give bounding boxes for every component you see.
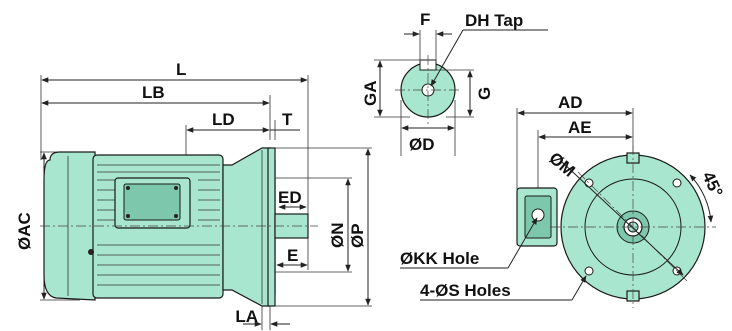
- label-L: L: [176, 60, 186, 79]
- label-P: ØP: [348, 223, 367, 248]
- label-LD: LD: [212, 110, 235, 129]
- label-D: ØD: [409, 135, 435, 154]
- side-view: L LB LD T ED E LA ØAC ØN ØP: [15, 60, 372, 330]
- label-AD: AD: [558, 93, 583, 112]
- leader-DH: [430, 29, 464, 87]
- rear-cover: [43, 151, 96, 301]
- label-F: F: [420, 10, 430, 29]
- label-KK: ØKK Hole: [400, 249, 479, 268]
- leader-KK: [507, 217, 538, 269]
- label-LA: LA: [235, 307, 258, 326]
- label-LB: LB: [142, 83, 165, 102]
- front-view: AD AE ØM 45° ØKK Hole 4-ØS Holes: [400, 93, 727, 308]
- label-M: ØM: [545, 149, 578, 181]
- label-angle: 45°: [698, 169, 726, 201]
- front-bracket: [222, 147, 276, 307]
- leader-S: [571, 275, 587, 301]
- label-G: G: [475, 87, 494, 100]
- label-AE: AE: [568, 118, 592, 137]
- label-E: E: [287, 246, 298, 265]
- label-DH: DH Tap: [465, 11, 523, 30]
- label-ED: ED: [278, 188, 302, 207]
- label-AC: ØAC: [15, 212, 34, 250]
- flange: [267, 147, 276, 307]
- dim-M-line: [561, 161, 684, 276]
- label-S: 4-ØS Holes: [420, 281, 511, 300]
- label-T: T: [282, 110, 293, 129]
- label-GA: GA: [361, 81, 380, 107]
- label-N: ØN: [328, 223, 347, 249]
- angle-arc: [689, 174, 714, 223]
- shaft-end-view: F DH Tap GA G ØD: [361, 10, 548, 156]
